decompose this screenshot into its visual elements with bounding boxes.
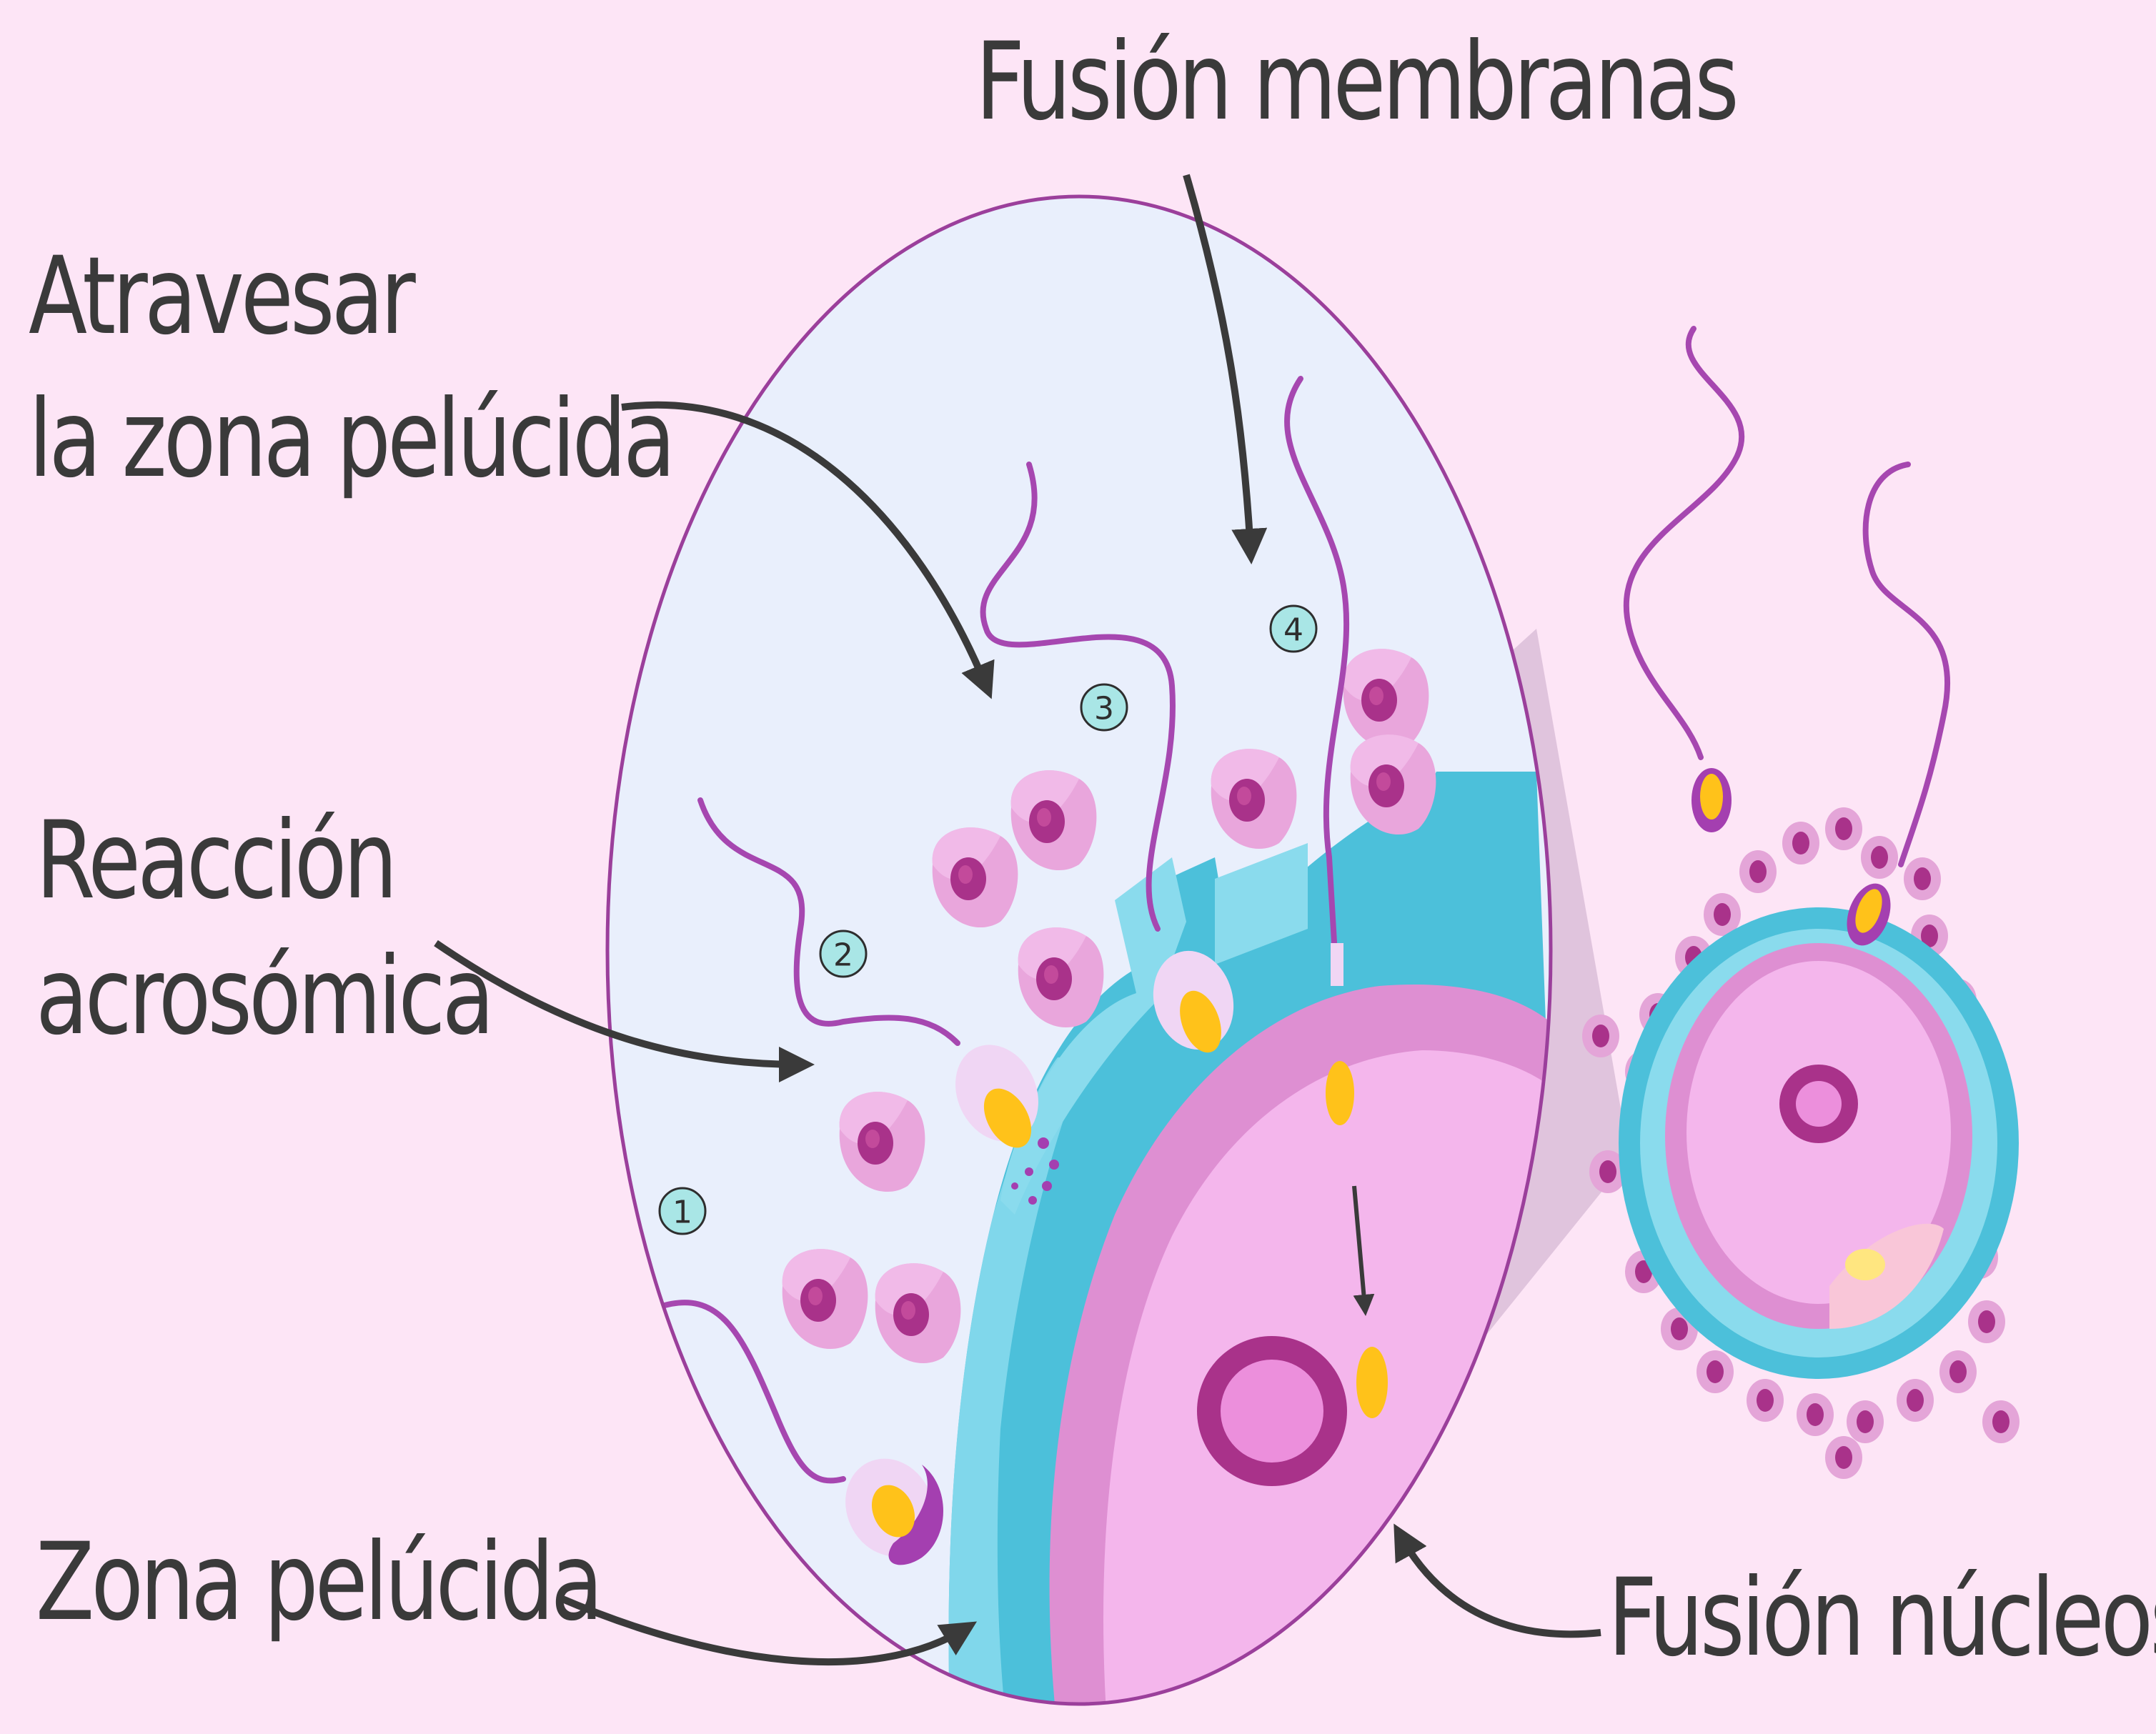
svg-text:3: 3 xyxy=(1094,691,1114,727)
step-badge-1: 1 xyxy=(660,1188,705,1234)
step-badge-3: 3 xyxy=(1081,684,1127,730)
label-reaccion-line1: Reacción xyxy=(36,807,394,915)
zygote-overview xyxy=(1582,329,2020,1479)
step-badge-4: 4 xyxy=(1271,606,1316,652)
sperm-pronucleus xyxy=(1356,1347,1388,1418)
label-atravesar-line1: Atravesar xyxy=(29,243,412,350)
label-fusion-nucleos: Fusión núcleos xyxy=(1608,1565,2156,1672)
svg-text:1: 1 xyxy=(672,1195,692,1231)
arrow-fusion-nucleos xyxy=(1401,1536,1601,1634)
step-badge-2: 2 xyxy=(820,931,866,977)
label-reaccion-line2: acrosómica xyxy=(36,943,491,1050)
label-zona-pelucida: Zona pelúcida xyxy=(36,1529,600,1636)
label-fusion-membranas: Fusión membranas xyxy=(975,29,1736,136)
svg-text:2: 2 xyxy=(833,937,853,974)
svg-text:4: 4 xyxy=(1283,612,1303,649)
sperm-head-entering xyxy=(1326,1061,1354,1125)
label-atravesar-line2: la zona pelúcida xyxy=(29,386,672,493)
